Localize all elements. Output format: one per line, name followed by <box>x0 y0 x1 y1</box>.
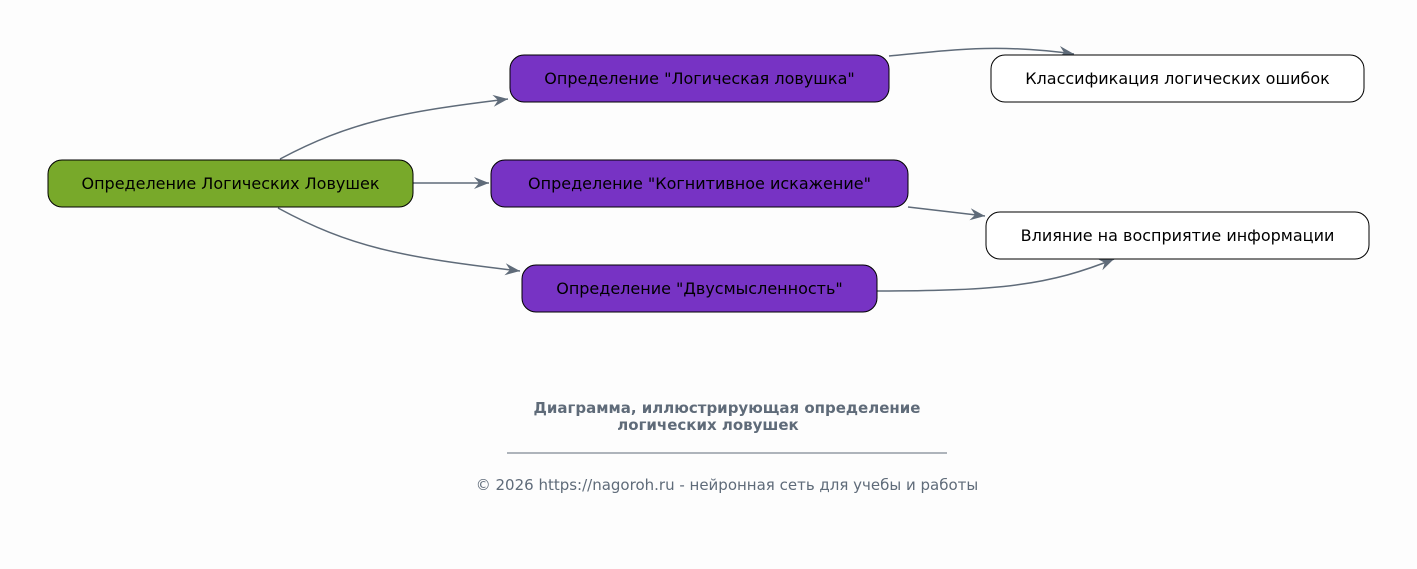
edge-ambiguity-to-influence <box>876 258 1115 292</box>
node-def-trap[interactable]: Определение "Логическая ловушка" <box>509 54 890 103</box>
edge-cognitive-to-influence <box>907 206 986 221</box>
node-root[interactable]: Определение Логических Ловушек <box>47 159 414 208</box>
node-classification-label: Классификация логических ошибок <box>1025 69 1330 88</box>
node-root-label: Определение Логических Ловушек <box>81 174 379 193</box>
node-def-trap-label: Определение "Логическая ловушка" <box>544 69 854 88</box>
caption-title-line2: логических ловушек <box>617 416 798 434</box>
node-def-ambiguity-label: Определение "Двусмысленность" <box>556 279 843 298</box>
node-def-ambiguity[interactable]: Определение "Двусмысленность" <box>521 264 878 313</box>
edge-root-to-trap <box>279 94 509 160</box>
node-def-cognitive[interactable]: Определение "Когнитивное искажение" <box>490 159 909 208</box>
caption-title-line1: Диаграмма, иллюстрирующая определение <box>534 399 921 417</box>
node-def-cognitive-label: Определение "Когнитивное искажение" <box>528 174 871 193</box>
node-influence-label: Влияние на восприятие информации <box>1021 226 1335 245</box>
edge-trap-to-classification <box>888 46 1075 58</box>
copyright-footer: © 2026 https://nagoroh.ru - нейронная се… <box>476 476 979 494</box>
node-influence[interactable]: Влияние на восприятие информации <box>985 211 1370 260</box>
edge-root-to-ambiguity <box>277 207 521 276</box>
node-classification[interactable]: Классификация логических ошибок <box>990 54 1365 103</box>
